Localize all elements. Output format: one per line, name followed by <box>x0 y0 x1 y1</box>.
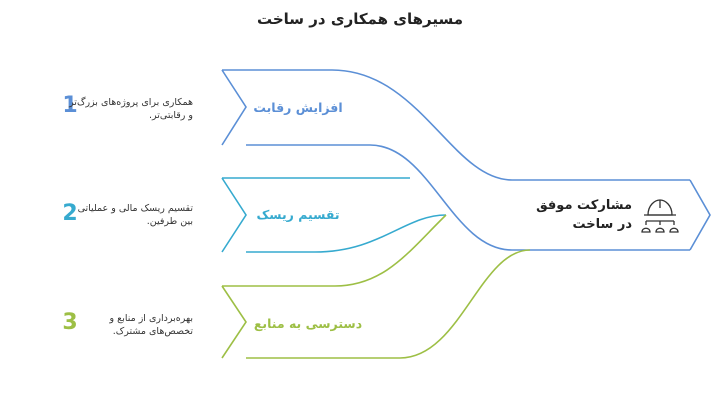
path-band-3 <box>221 214 531 359</box>
path-label-1: افزایش رقابت <box>253 100 343 115</box>
path-number-3: 3 <box>62 310 78 335</box>
path-number-1: 1 <box>62 93 78 118</box>
target-label: مشارکت موفق در ساخت <box>536 198 632 232</box>
path-band-1 <box>221 69 690 251</box>
path-description-2: تقسیم ریسک مالی و عملیاتی بین طرفین. <box>77 203 193 227</box>
hardhat-team-icon <box>641 199 679 233</box>
path-band-2 <box>221 177 447 253</box>
path-number-2: 2 <box>62 201 78 226</box>
path-description-1: همکاری برای پروژه‌های بزرگ‌تر و رقابتی‌ت… <box>69 97 193 121</box>
diagram-title: مسیرهای همکاری در ساخت <box>256 10 464 28</box>
path-label-3: دسترسی به منابع <box>253 316 363 331</box>
target-arrow-tip <box>689 179 711 251</box>
path-description-3: بهره‌برداری از منابع و تخصص‌های مشترک. <box>109 313 193 337</box>
path-label-2: تقسیم ریسک <box>256 207 340 222</box>
